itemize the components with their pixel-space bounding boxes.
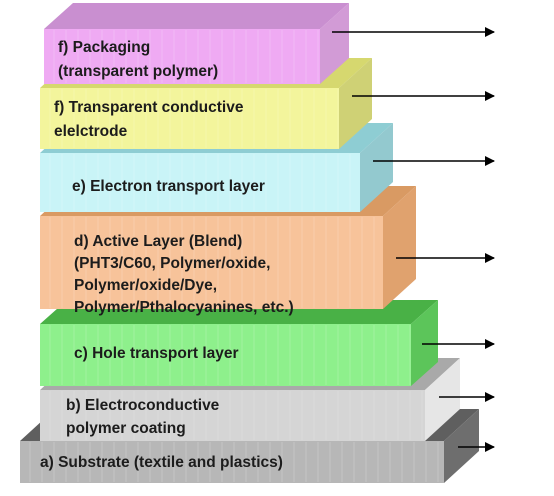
layer-label-line: d) Active Layer (Blend) — [74, 233, 242, 250]
layer-front-face — [40, 153, 360, 212]
layer-front-face — [20, 441, 444, 483]
layer-label-line: f) Packaging — [58, 39, 150, 56]
layer-side-face — [411, 300, 438, 386]
layer-front-face — [40, 390, 425, 441]
layer-label-line: Polymer/Pthalocyanines, etc.) — [74, 299, 294, 316]
layer-front-face — [40, 88, 339, 149]
layer-label-line: a) Substrate (textile and plastics) — [40, 454, 283, 471]
layer-label-line: c) Hole transport layer — [74, 345, 239, 362]
layer-label-line: (PHT3/C60, Polymer/oxide, — [74, 255, 270, 272]
layer-label-line: elelctrode — [54, 123, 128, 140]
layer-top-face — [44, 3, 349, 29]
layer-front-face — [44, 29, 320, 84]
layer-side-face — [360, 123, 393, 212]
layer-side-face — [339, 58, 372, 149]
layer-front-face — [40, 216, 383, 309]
layer-label-line: e) Electron transport layer — [72, 178, 265, 195]
layer-label-line: b) Electroconductive — [66, 397, 220, 414]
layer-front-face — [40, 324, 411, 386]
layer-packaging: f) Packaging (transparent polymer) — [44, 3, 349, 84]
layer-hole-transport-layer: c) Hole transport layer — [40, 300, 438, 386]
layer-side-face — [425, 358, 460, 441]
layer-label-line: polymer coating — [66, 420, 186, 437]
layer-side-face — [444, 409, 479, 483]
layer-label-line: Polymer/oxide/Dye, — [74, 277, 217, 294]
layer-label-line: (transparent polymer) — [58, 63, 218, 80]
layer-side-face — [383, 186, 416, 309]
layer-label-line: f) Transparent conductive — [54, 99, 244, 116]
layer-side-face — [320, 3, 349, 84]
